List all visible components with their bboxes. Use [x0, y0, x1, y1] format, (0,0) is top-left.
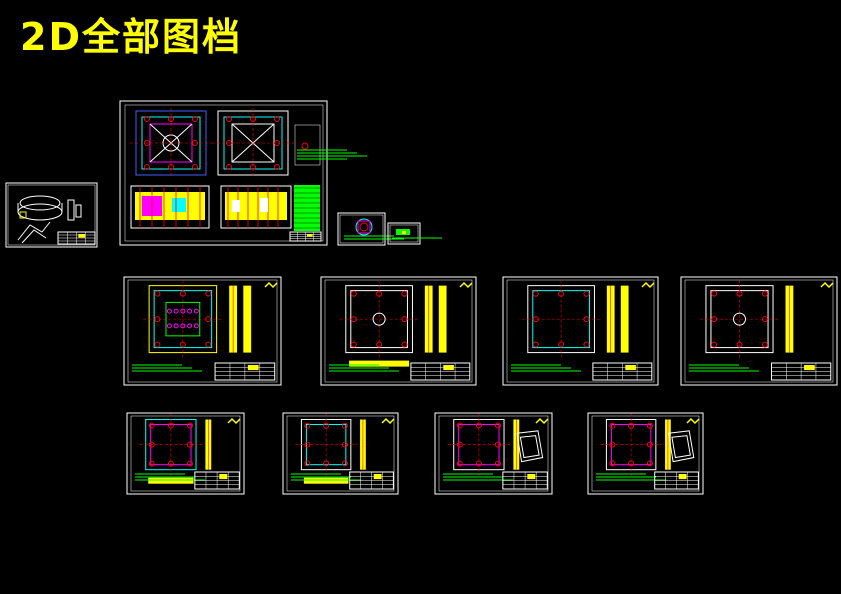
- drawing-sheet-main-assembly[interactable]: [119, 100, 367, 246]
- drawing-sheet-assembly-isometric[interactable]: [5, 182, 98, 248]
- drawing-sheet-plate-2[interactable]: [320, 276, 477, 386]
- drawing-sheet-small-sheet-a[interactable]: [337, 212, 404, 246]
- drawing-sheet-plate-4[interactable]: [680, 276, 838, 386]
- drawing-sheet-plate-1[interactable]: [123, 276, 282, 386]
- drawing-sheet-plate-6[interactable]: [282, 412, 399, 495]
- drawing-sheet-small-sheet-b[interactable]: [387, 222, 442, 245]
- page-title: 2D全部图档: [20, 15, 242, 59]
- drawing-sheet-plate-8[interactable]: [587, 412, 704, 495]
- drawing-sheet-plate-7[interactable]: [434, 412, 553, 495]
- drawing-sheet-plate-3[interactable]: [502, 276, 659, 386]
- drawing-sheet-plate-5[interactable]: [126, 412, 245, 495]
